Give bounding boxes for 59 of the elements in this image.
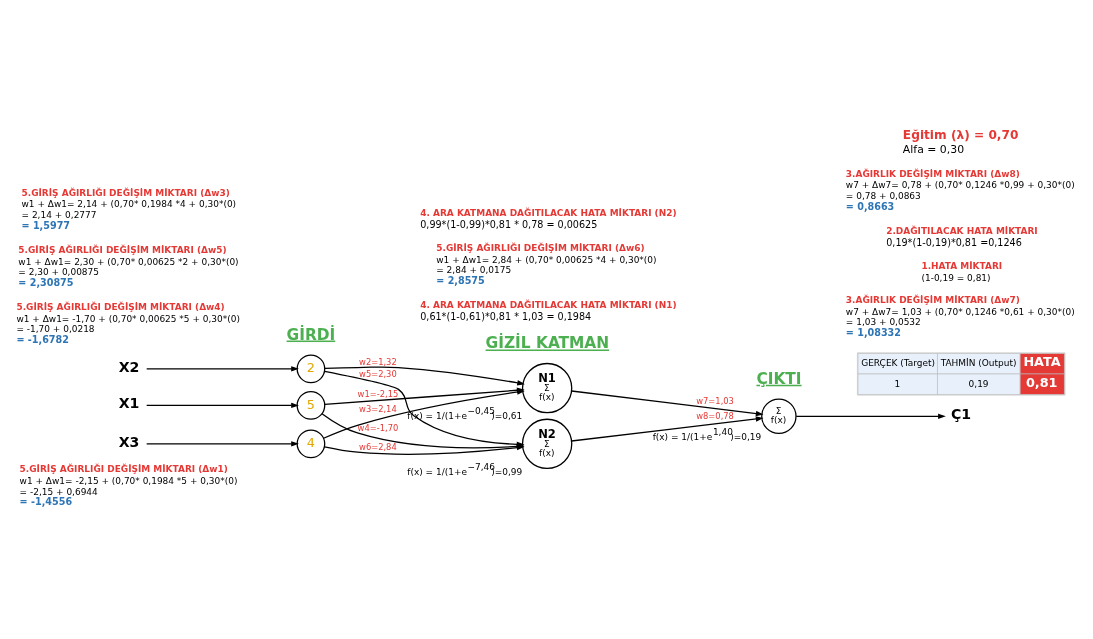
label: GİRDİ [286,325,336,344]
label: 1 [894,378,901,389]
label: 4. ARA KATMANA DAĞITILACAK HATA MİKTARI (N1) [420,300,677,311]
edge-label: w2=1,32 [359,357,397,368]
label: 0,99*(1-0,99)*0,81 * 0,78 = 0,00625 [420,218,598,230]
label: = -1,4556 [19,496,73,508]
label: 5.GİRİŞ AĞIRLIĞI DEĞİŞİM MİKTARI (Δw1) [19,464,228,475]
label: GERÇEK (Target) [861,358,936,369]
edge-label: w4=-1,70 [357,422,399,433]
label: (1-0,19 = 0,81) [921,272,991,283]
label: = 2,14 + 0,2777 [21,210,97,221]
label: w1 + Δw1= -1,70 + (0,70* 0,00625 *5 + 0,30*(0) [16,313,240,324]
label: w1 + Δw1= -2,15 + (0,70* 0,1984 *5 + 0,30*(0) [19,475,238,486]
label: = -2,15 + 0,6944 [19,486,98,497]
label: = 2,8575 [436,275,485,287]
label: 5.GİRİŞ AĞIRLIĞI DEĞİŞİM MİKTARI (Δw4) [16,302,225,313]
label: = 2,30875 [18,277,74,289]
edge-label: w3=2,14 [359,404,397,415]
label: 3.AĞIRLIK DEĞİŞİM MİKTARI (Δw7) [845,294,1020,305]
label: Eğitim (λ) = 0,70 [902,127,1019,142]
edge-label: w7=1,03 [696,395,734,406]
label: w7 + Δw7= 0,78 + (0,70* 0,1246 *0,99 + 0,30*(0) [845,180,1075,191]
label: w1 + Δw1= 2,14 + (0,70* 0,1984 *4 + 0,30*(0) [21,199,237,210]
label: w1 + Δw1= 2,30 + (0,70* 0,00625 *2 + 0,30*(0) [18,256,239,267]
label: 3.AĞIRLIK DEĞİŞİM MİKTARI (Δw8) [845,168,1020,179]
label: = -1,70 + 0,0218 [16,324,95,335]
label: 0,81 [1025,374,1058,390]
node-text: X2 [118,358,140,375]
label: Alfa = 0,30 [902,143,965,157]
label: 2.DAĞITILACAK HATA MİKTARI [886,225,1038,236]
label: = 0,78 + 0,0863 [845,191,921,202]
edge-label: w5=2,30 [359,368,397,379]
label: = 1,5977 [21,220,71,232]
label: GİZİL KATMAN [485,334,610,353]
label: 0,19*(1-0,19)*0,81 =0,1246 [886,236,1022,248]
label: 0,19 [968,378,989,389]
label: 1.HATA MİKTARI [921,260,1003,271]
label: ÇIKTI [756,369,802,388]
label: = 2,84 + 0,0175 [436,265,512,276]
label: = -1,6782 [16,334,69,346]
edge-label: w6=2,84 [359,441,397,452]
label: w7 + Δw7= 1,03 + (0,70* 0,1246 *0,61 + 0,30*(0) [845,306,1075,317]
node-text: X1 [118,395,140,412]
label: TAHMİN (Output) [940,358,1017,369]
label: HATA [1023,354,1061,370]
node-text: Ç1 [950,406,972,423]
node-text: X3 [118,433,140,450]
label: = 2,30 + 0,00875 [18,267,99,278]
label: 5.GİRİŞ AĞIRLIĞI DEĞİŞİM MİKTARI (Δw6) [436,243,645,254]
label: = 1,08332 [845,327,902,339]
label: w1 + Δw1= 2,84 + (0,70* 0,00625 *4 + 0,30*(0) [436,254,657,265]
label: 5.GİRİŞ AĞIRLIĞI DEĞİŞİM MİKTARI (Δw5) [18,244,227,255]
label: = 0,8663 [845,200,895,212]
edge-label: w1=-2,15 [357,389,399,400]
label: 0,61*(1-0,61)*0,81 * 1,03 = 0,1984 [420,311,592,323]
label: 5.GİRİŞ AĞIRLIĞI DEĞİŞİM MİKTARI (Δw3) [21,187,230,198]
edge-label: w8=0,78 [696,411,734,422]
label: = 1,03 + 0,0532 [845,317,921,328]
label: 4. ARA KATMANA DAĞITILACAK HATA MİKTARI (N2) [420,207,677,218]
